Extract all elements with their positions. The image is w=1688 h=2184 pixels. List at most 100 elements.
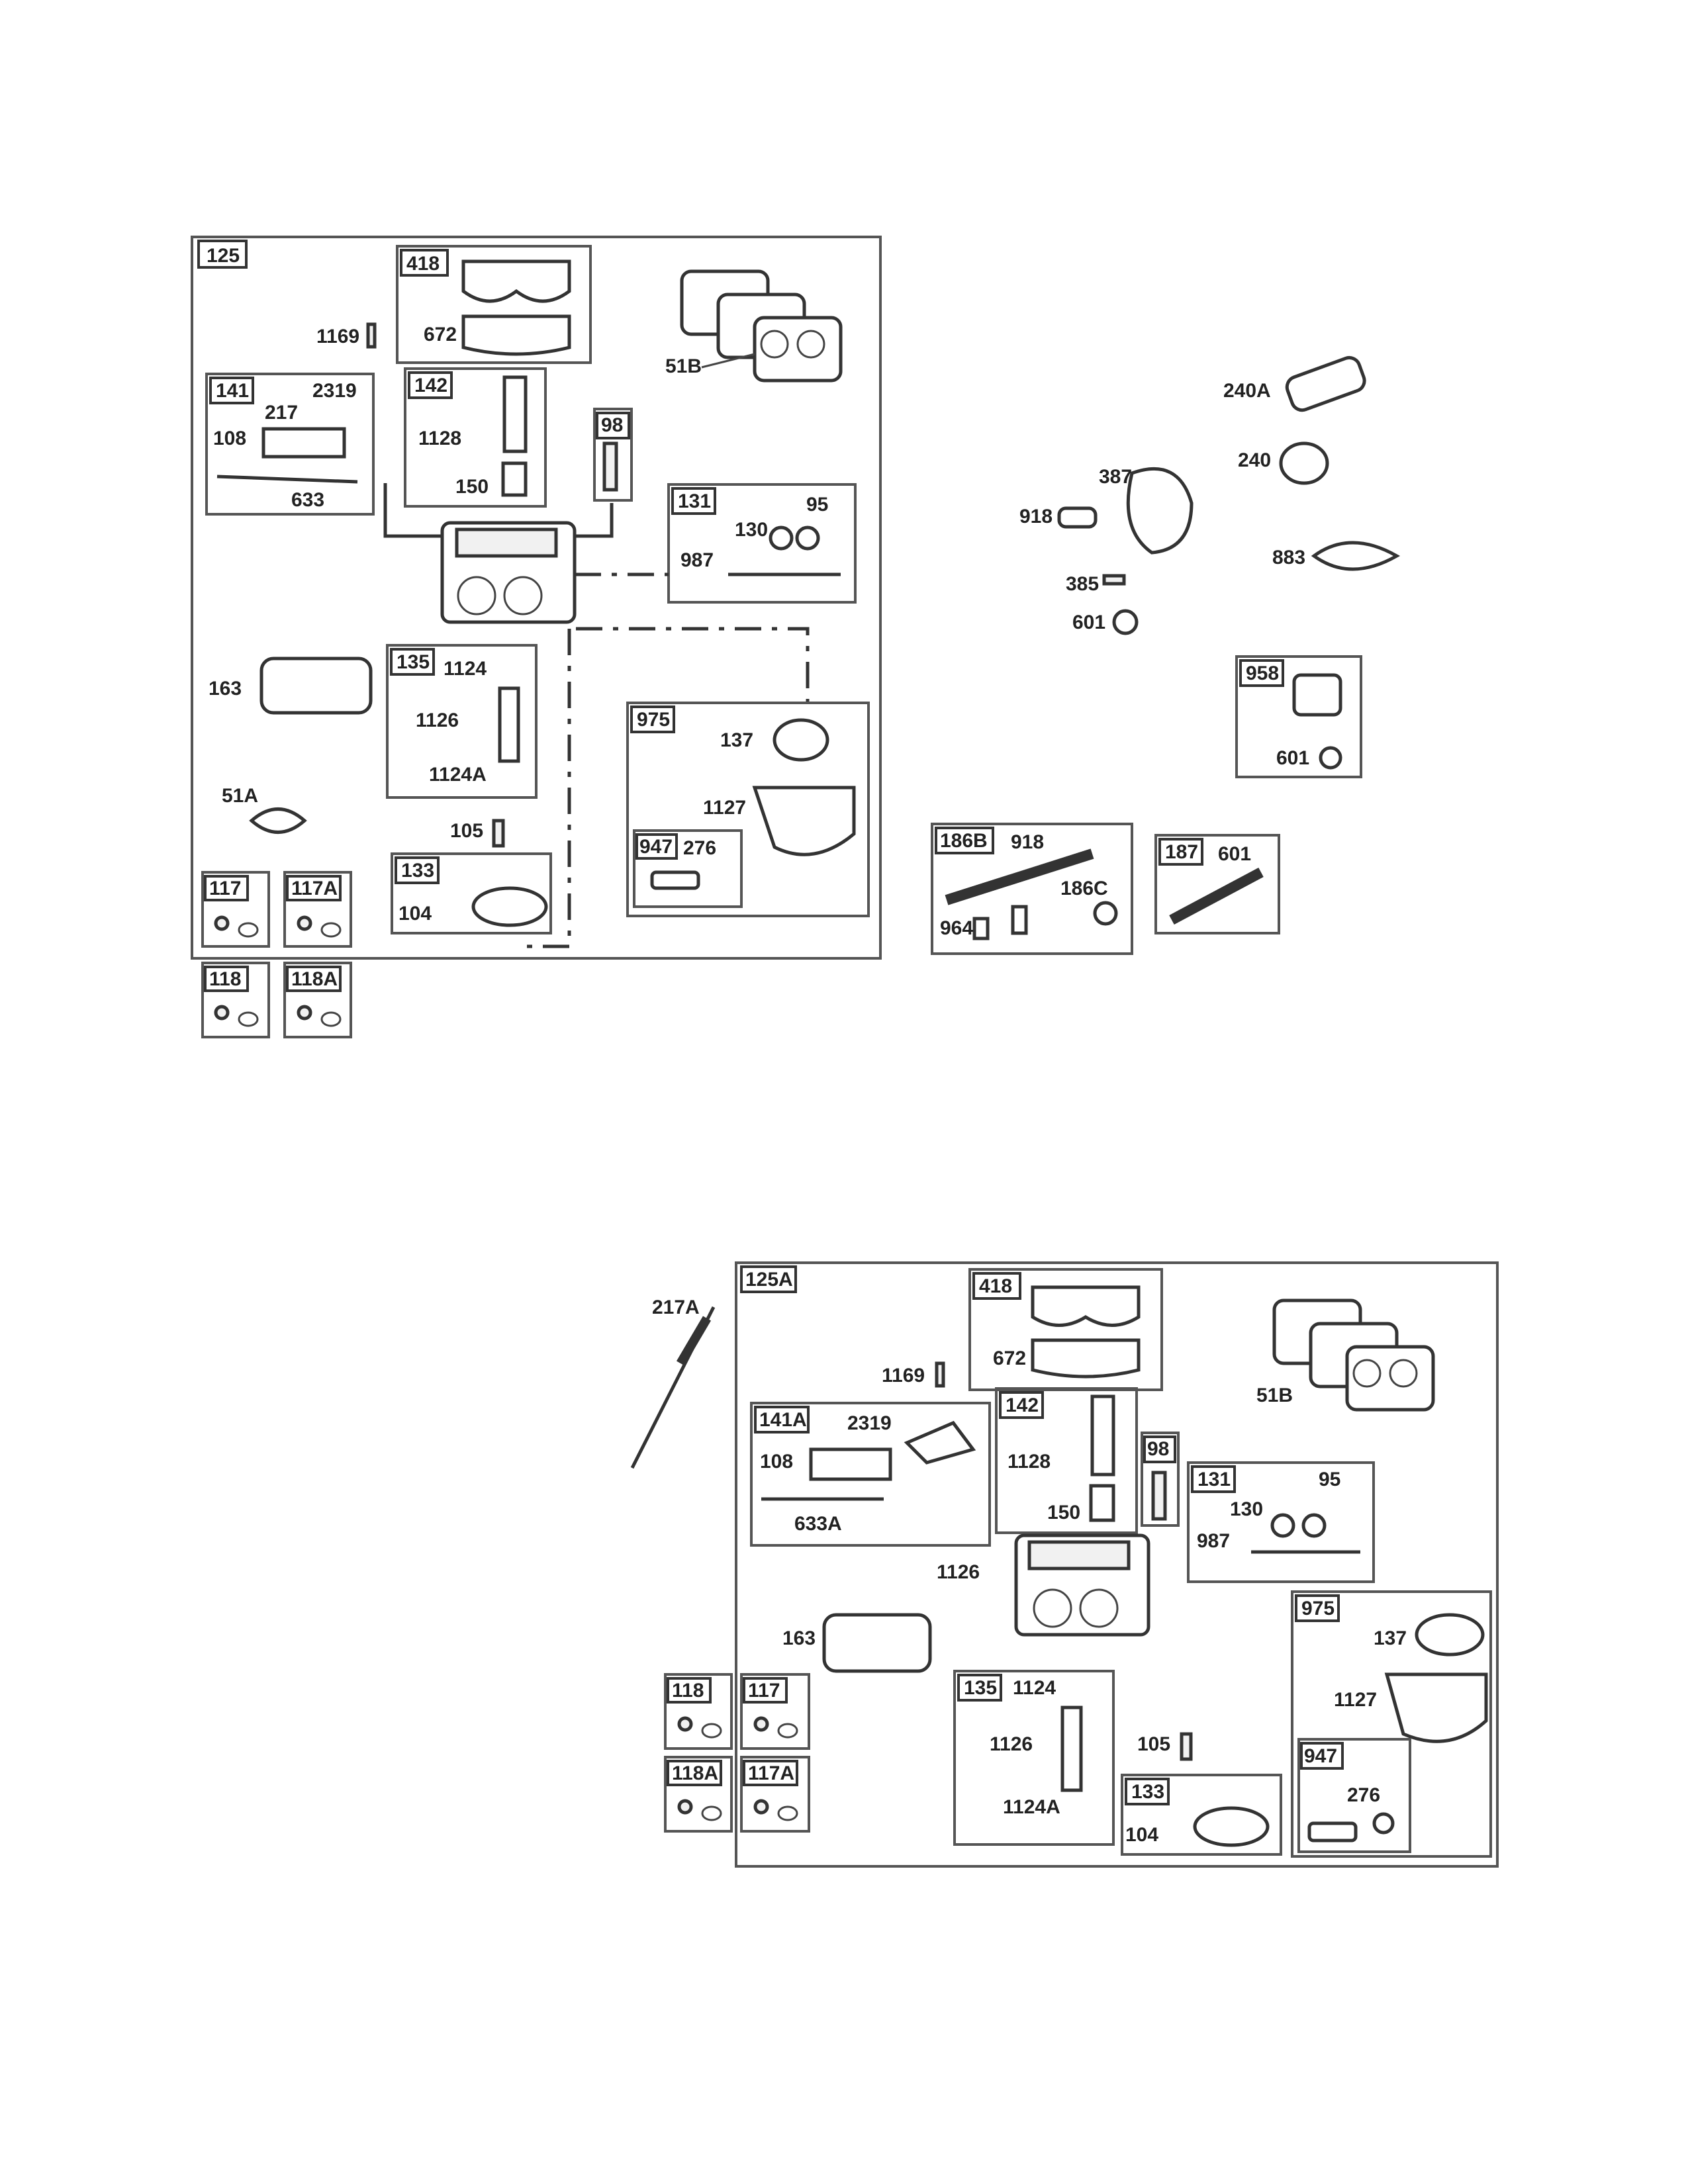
tag-131-a bbox=[1191, 1465, 1236, 1493]
washer-117-part bbox=[238, 922, 259, 938]
disc-130a-a-part bbox=[1270, 1513, 1295, 1538]
bowl-975-a-part bbox=[1384, 1672, 1488, 1743]
label-633A: 633A bbox=[794, 1513, 842, 1535]
screw-1169-a-part bbox=[935, 1361, 945, 1388]
label-1127: 1127 bbox=[703, 797, 746, 819]
label-918b: 918 bbox=[1011, 831, 1044, 853]
label-130-a: 130 bbox=[1230, 1498, 1263, 1520]
label-385: 385 bbox=[1066, 573, 1099, 595]
label-51A: 51A bbox=[222, 785, 258, 807]
box-135 bbox=[386, 644, 538, 799]
label-187: 187 bbox=[1165, 841, 1198, 863]
label-133: 133 bbox=[401, 860, 434, 882]
box-117 bbox=[201, 871, 270, 948]
plate-108-part bbox=[261, 427, 346, 459]
assembly-125A: 217A 125A 418 672 1169 51B 141A 2319 108… bbox=[630, 1261, 1499, 1868]
box-418 bbox=[396, 245, 592, 364]
fuel-components: 240A 240 387 918 883 385 601 958 601 186… bbox=[931, 355, 1401, 955]
label-1127-a: 1127 bbox=[1334, 1689, 1377, 1711]
label-217A: 217A bbox=[652, 1297, 700, 1318]
label-163: 163 bbox=[209, 678, 242, 700]
tag-118-a bbox=[667, 1677, 712, 1704]
connector-141 bbox=[383, 483, 442, 538]
jet-117A-part bbox=[297, 915, 312, 931]
label-150-a: 150 bbox=[1047, 1502, 1080, 1524]
clip-964-part bbox=[972, 917, 990, 940]
gasket-stack-51B-a bbox=[1272, 1298, 1435, 1412]
box-98-a bbox=[1141, 1432, 1180, 1527]
assembly-125: 125 418 672 1169 51B 141 2319 217 108 63… bbox=[191, 236, 882, 960]
tag-947-a bbox=[1300, 1742, 1344, 1770]
clamp-601b-part bbox=[1319, 746, 1342, 770]
label-141A: 141A bbox=[759, 1409, 807, 1431]
box-958 bbox=[1235, 655, 1362, 778]
box-142-a bbox=[995, 1387, 1138, 1534]
box-133-a bbox=[1121, 1774, 1282, 1856]
label-135: 135 bbox=[397, 651, 430, 673]
label-958: 958 bbox=[1246, 662, 1279, 684]
pump-387-part bbox=[1126, 467, 1194, 555]
label-142-a: 142 bbox=[1006, 1394, 1039, 1416]
label-98: 98 bbox=[601, 414, 623, 436]
box-117A-a bbox=[740, 1756, 810, 1833]
tube-135-part bbox=[498, 686, 520, 763]
tag-418 bbox=[400, 249, 449, 277]
jet-117-part bbox=[214, 915, 230, 931]
label-418: 418 bbox=[406, 253, 440, 275]
label-387: 387 bbox=[1099, 466, 1132, 488]
label-51B: 51B bbox=[665, 355, 702, 377]
tag-98-a bbox=[1143, 1435, 1176, 1463]
box-187 bbox=[1154, 834, 1280, 934]
gasket-418-part bbox=[461, 259, 571, 303]
plate-108-a-part bbox=[809, 1447, 892, 1481]
box-117A bbox=[283, 871, 352, 948]
tag-975 bbox=[630, 705, 675, 733]
label-104-a: 104 bbox=[1125, 1824, 1158, 1846]
label-1124A-a: 1124A bbox=[1003, 1796, 1060, 1818]
label-1124A: 1124A bbox=[429, 764, 487, 786]
gasket-stack-51B bbox=[680, 269, 843, 383]
label-105-a: 105 bbox=[1137, 1733, 1170, 1755]
box-118 bbox=[201, 962, 270, 1038]
leader-133 bbox=[516, 629, 571, 948]
gasket-418-a-part bbox=[1031, 1285, 1141, 1327]
box-975 bbox=[626, 702, 870, 917]
box-118-a bbox=[664, 1673, 733, 1750]
filter-240-part bbox=[1279, 441, 1329, 485]
disc-130b-part bbox=[795, 525, 820, 551]
valve-958-part bbox=[1292, 673, 1342, 717]
box-141A bbox=[750, 1402, 991, 1547]
hose-918b-part bbox=[945, 848, 1094, 905]
label-2319: 2319 bbox=[312, 380, 357, 402]
label-108-a: 108 bbox=[760, 1451, 793, 1473]
label-1169: 1169 bbox=[316, 326, 359, 347]
tag-141A bbox=[754, 1406, 810, 1433]
label-95-a: 95 bbox=[1319, 1469, 1340, 1490]
label-163-a: 163 bbox=[782, 1627, 816, 1649]
tag-133 bbox=[395, 856, 440, 884]
label-133-a: 133 bbox=[1131, 1781, 1164, 1803]
label-1126-a: 1126 bbox=[937, 1561, 980, 1583]
tag-142 bbox=[408, 371, 453, 399]
box-131-a bbox=[1187, 1461, 1375, 1583]
tag-117 bbox=[204, 875, 249, 901]
tag-118 bbox=[204, 966, 249, 992]
gasket-163-part bbox=[259, 657, 373, 715]
label-125: 125 bbox=[207, 245, 240, 267]
label-601b: 601 bbox=[1276, 747, 1309, 769]
label-150: 150 bbox=[455, 476, 489, 498]
tag-975-a bbox=[1295, 1594, 1340, 1622]
washer-117-a-part bbox=[777, 1723, 798, 1739]
jet-118A-part bbox=[297, 1005, 312, 1021]
label-1124: 1124 bbox=[444, 658, 487, 680]
gasket-51A-part bbox=[249, 807, 307, 834]
jet-117A-a-part bbox=[753, 1799, 769, 1815]
label-131-a: 131 bbox=[1197, 1469, 1231, 1490]
box-98 bbox=[593, 408, 633, 502]
washer-118-part bbox=[238, 1011, 259, 1027]
label-987-a: 987 bbox=[1197, 1530, 1230, 1552]
label-130: 130 bbox=[735, 519, 768, 541]
box-133 bbox=[391, 852, 552, 934]
label-98-a: 98 bbox=[1147, 1438, 1169, 1460]
label-104: 104 bbox=[399, 903, 432, 925]
